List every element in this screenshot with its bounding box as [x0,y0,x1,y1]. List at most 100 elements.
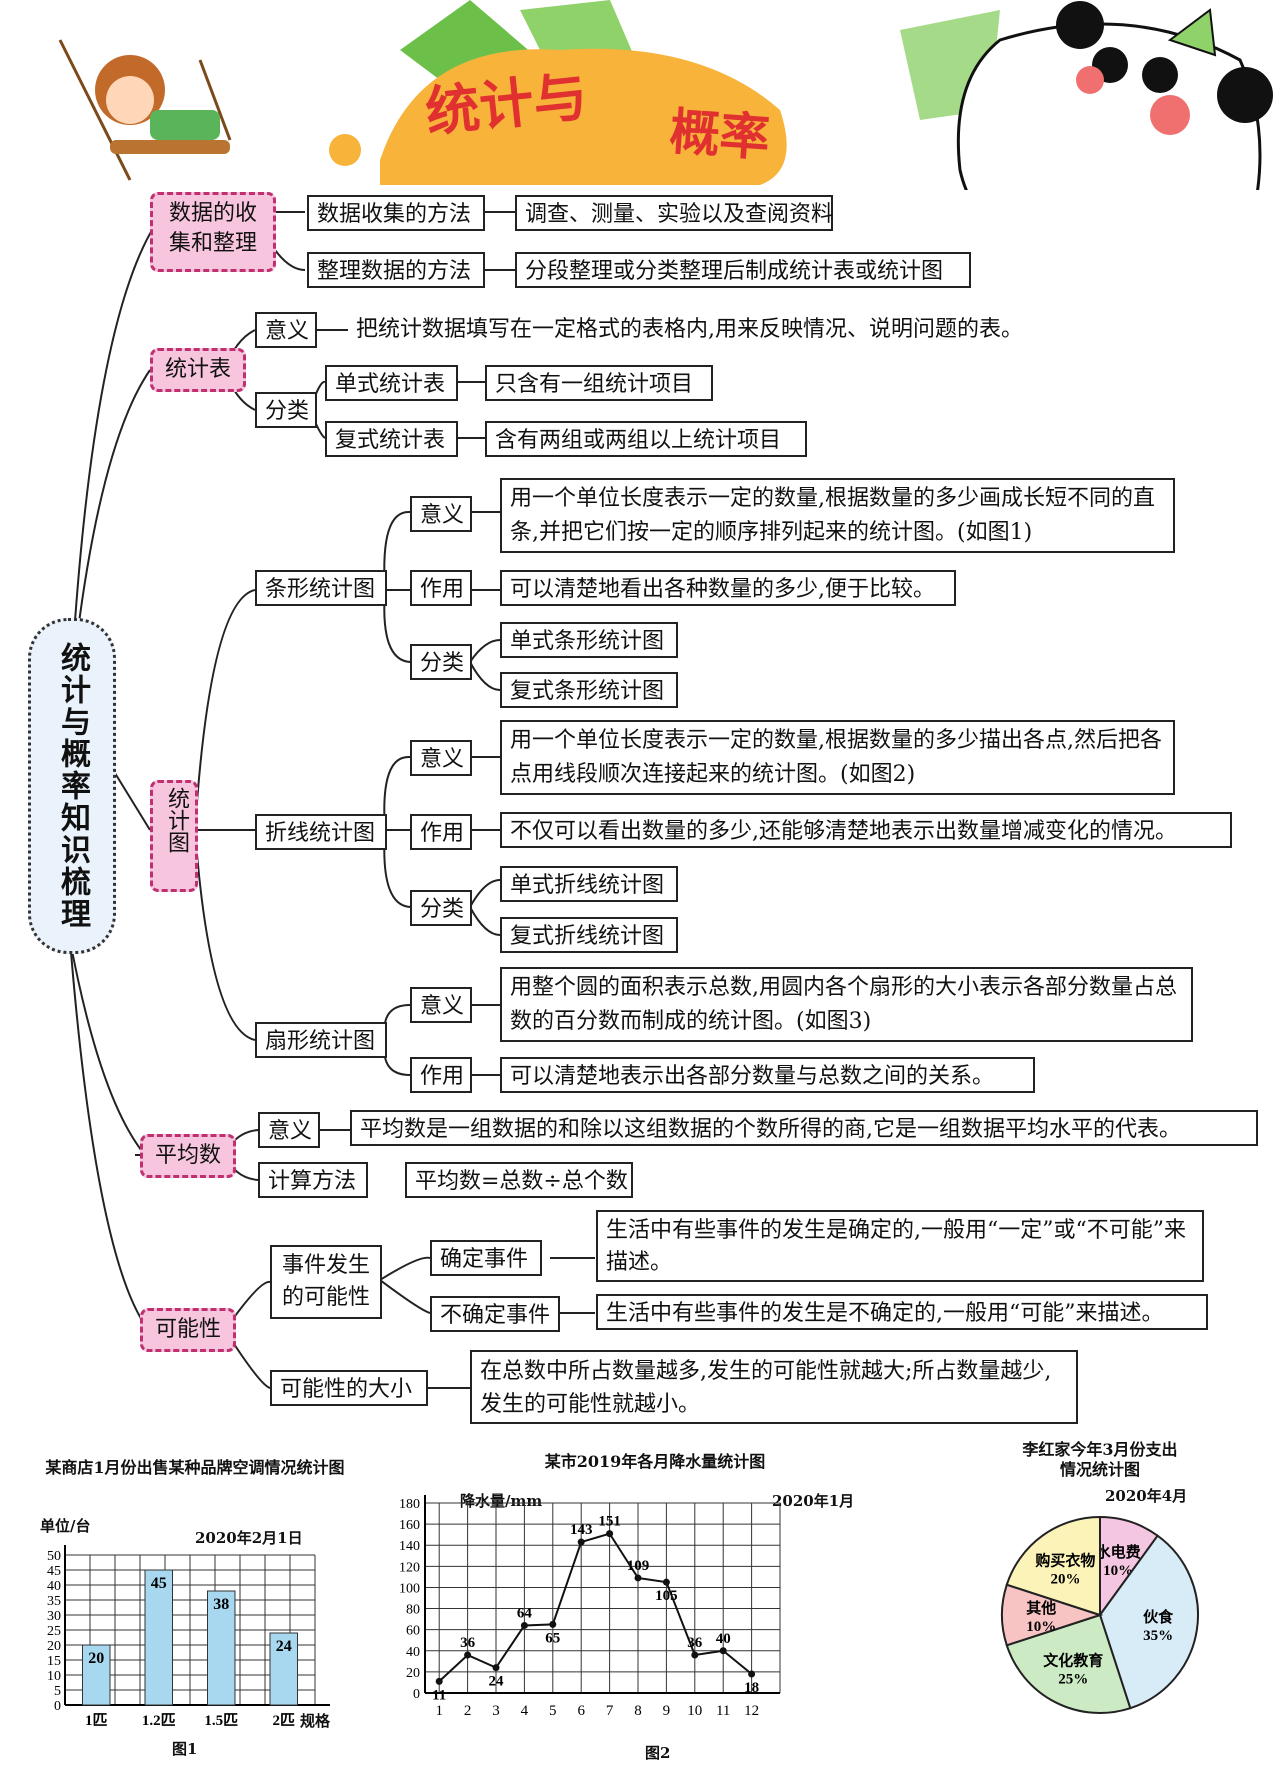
chart2-caption: 图2 [645,1744,671,1762]
chart2-xtick: 6 [577,1703,585,1719]
line-meaning-key: 意义 [410,740,472,776]
chart1-bar [144,1569,173,1706]
chart1-bar [269,1632,298,1706]
side-title-text: 统计与概率知识梳理 [55,642,90,930]
section-stat-chart: 统计图 [150,780,198,892]
section-label: 可能性 [154,1317,221,1342]
chart2-point [748,1670,756,1678]
chart2-data-label: 36 [460,1635,476,1651]
single-table-key: 单式统计表 [325,365,458,401]
chart1-ytick: 45 [47,1564,61,1579]
chart2-data-label: 65 [545,1630,560,1646]
event-possibility-key: 事件发生的可能性 [270,1245,382,1319]
chart2-xtick: 4 [521,1703,529,1719]
chart2-date: 2020年1月 [772,1492,855,1510]
chart2-xtick: 10 [687,1703,702,1719]
chart1-caption: 图1 [172,1740,198,1758]
chart1-data-label: 20 [88,1650,104,1667]
chart2-ytick: 100 [399,1581,420,1596]
chart3-title: 李红家今年3月份支出情况统计图 [1022,1440,1178,1479]
chart3-date: 2020年4月 [1105,1487,1188,1505]
chart2-ytick: 20 [406,1666,420,1681]
chart1-ytick: 40 [47,1579,61,1594]
average-calc-key: 计算方法 [258,1162,368,1198]
uncertain-event: 生活中有些事件的发生是不确定的,一般用“可能”来描述。 [596,1294,1208,1330]
chart1-date: 2020年2月1日 [195,1529,303,1547]
chart1-ytick: 35 [47,1594,61,1609]
chart2-title: 某市2019年各月降水量统计图 [544,1452,766,1471]
chart2-xtick: 9 [663,1703,671,1719]
section-average: 平均数 [140,1134,236,1178]
chart1-xtick: 2匹 [272,1712,295,1729]
chart3-slice-pct: 25% [1058,1671,1088,1687]
chart2-xtick: 12 [744,1703,759,1719]
chart1-ytick: 30 [47,1609,61,1624]
side-title: 统计与概率知识梳理 [28,618,116,954]
multi-table-key: 复式统计表 [325,421,458,457]
chart3-slice [1005,1515,1101,1617]
collect-method-value: 调查、测量、实验以及查阅资料 [515,195,833,231]
chart2-point [606,1530,614,1538]
chart1-ytick: 15 [47,1654,61,1669]
chart3-slice-pct: 10% [1026,1619,1056,1635]
section-probability: 可能性 [140,1308,236,1352]
chart2-point [634,1574,642,1582]
line-chart-key: 折线统计图 [255,814,387,850]
stat-table-class-key: 分类 [255,392,317,428]
chart2-xtick: 11 [716,1703,730,1719]
line-type-single: 单式折线统计图 [500,866,678,902]
chart3-slice [1098,1534,1199,1710]
chart1-xlabel: 规格 [300,1712,331,1730]
pie-chart-key: 扇形统计图 [255,1022,387,1058]
chart2-xtick: 3 [492,1703,500,1719]
chart2-data-label: 143 [570,1522,593,1538]
chart1-data-label: 24 [276,1638,292,1655]
chart2-ytick: 120 [399,1560,420,1575]
chart3-slice-pct: 10% [1103,1563,1133,1579]
bar-use: 可以清楚地看出各种数量的多少,便于比较。 [500,570,956,606]
average-meaning: 平均数是一组数据的和除以这组数据的个数所得的商,它是一组数据平均水平的代表。 [350,1110,1258,1146]
chart1-xtick: 1匹 [85,1712,108,1729]
chart2-point [464,1651,472,1659]
chart3-slice-label: 其他 [1026,1599,1056,1617]
pie-use-key: 作用 [410,1057,472,1093]
chart2-xtick: 8 [634,1703,642,1719]
chart2-point [492,1664,500,1672]
chart2-ytick: 80 [406,1603,420,1618]
chart1-ylabel: 单位/台 [40,1517,91,1535]
line-type-multi: 复式折线统计图 [500,917,678,953]
chart2-point [719,1647,727,1655]
chart2-ylabel: 降水量/mm [460,1492,543,1510]
bar-use-key: 作用 [410,570,472,606]
chart3-slice-label: 伙食 [1143,1608,1174,1626]
chart2-point [435,1677,443,1685]
chart2-line-chart: 0204060801001201401601801113622436446551… [399,1495,781,1719]
possibility-size-key: 可能性的大小 [270,1370,428,1406]
chart3-slice-pct: 35% [1143,1628,1173,1644]
chart1-data-label: 38 [213,1596,229,1613]
multi-table-value: 含有两组或两组以上统计项目 [485,421,807,457]
chart2-data-label: 105 [655,1588,678,1604]
pie-meaning-key: 意义 [410,987,472,1023]
average-calc: 平均数=总数÷总个数 [405,1162,633,1198]
chart2-xtick: 7 [606,1703,614,1719]
section-label: 数据的收集和整理 [168,201,257,256]
section-label: 统计表 [164,357,231,382]
chart2-xtick: 2 [464,1703,472,1719]
chart2-ytick: 180 [399,1497,420,1512]
chart2-data-label: 40 [716,1631,731,1647]
chart2-series-line [438,1532,753,1683]
chart2-data-label: 18 [744,1680,759,1696]
chart2-xtick: 1 [435,1703,443,1719]
chart1-bar [82,1644,111,1706]
section-stat-table: 统计表 [150,348,246,392]
section-label: 平均数 [154,1143,221,1168]
chart2-data-label: 11 [432,1687,446,1703]
chart1-title: 某商店1月份出售某种品牌空调情况统计图 [45,1458,345,1477]
bar-class-key: 分类 [410,644,472,680]
line-class-key: 分类 [410,890,472,926]
chart2-point [577,1538,585,1546]
chart2-xtick: 5 [549,1703,557,1719]
